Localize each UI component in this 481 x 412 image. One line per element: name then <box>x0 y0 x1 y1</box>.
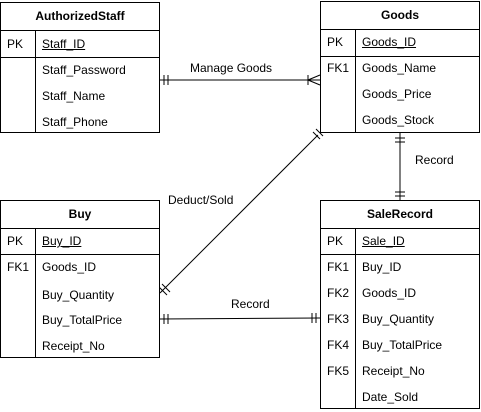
connector-record-goods-sale <box>395 133 405 200</box>
row-key: FK4 <box>327 338 350 352</box>
connector-record-buy-sale <box>159 313 321 324</box>
row-key: FK2 <box>327 286 350 300</box>
entity-title: AuthorizedStaff <box>1 3 159 31</box>
entity-authorized-staff[interactable]: AuthorizedStaff PK Staff_ID Staff_Passwo… <box>0 2 160 133</box>
key-column-divider <box>35 31 36 133</box>
row-attribute: Date_Sold <box>362 390 419 404</box>
row-attribute: Goods_ID <box>362 286 417 300</box>
pk-divider <box>1 57 159 58</box>
row-attribute: Goods_Name <box>362 61 437 75</box>
relationship-label-record-buy-sale: Record <box>231 297 270 311</box>
pk-attribute: Buy_ID <box>42 234 82 248</box>
pk-key: PK <box>327 35 344 49</box>
entity-title: SaleRecord <box>321 201 479 229</box>
key-column-divider <box>355 30 356 133</box>
row-attribute: Receipt_No <box>362 364 425 378</box>
row-key: FK3 <box>327 312 350 326</box>
row-key: FK1 <box>327 61 350 75</box>
entity-title: Goods <box>321 2 479 30</box>
pk-divider <box>321 254 479 255</box>
row-key: FK1 <box>7 260 30 274</box>
key-column-divider <box>355 229 356 408</box>
row-attribute: Buy_TotalPrice <box>42 313 123 327</box>
entity-buy[interactable]: Buy PK Buy_ID FK1 Goods_ID Buy_Quantity … <box>0 200 160 358</box>
row-attribute: Goods_Stock <box>362 113 435 127</box>
entity-sale-record[interactable]: SaleRecord PK Sale_ID FK1 Buy_ID FK2 Goo… <box>320 200 480 409</box>
pk-key: PK <box>327 234 344 248</box>
row-key: FK5 <box>327 364 350 378</box>
relationship-label-record-goods-sale: Record <box>415 153 454 167</box>
pk-attribute: Goods_ID <box>362 35 417 49</box>
connector-manage-goods <box>160 74 321 86</box>
row-attribute: Buy_TotalPrice <box>362 338 443 352</box>
pk-key: PK <box>7 37 24 51</box>
relationship-label-manage-goods: Manage Goods <box>190 61 273 75</box>
row-attribute: Buy_Quantity <box>362 312 435 326</box>
row-attribute: Receipt_No <box>42 339 105 353</box>
pk-attribute: Sale_ID <box>362 234 405 248</box>
pk-attribute: Staff_ID <box>42 37 86 51</box>
relationship-label-deduct-sold: Deduct/Sold <box>168 193 234 207</box>
pk-divider <box>1 254 159 255</box>
row-attribute: Staff_Phone <box>42 115 108 129</box>
row-attribute: Buy_ID <box>362 260 402 274</box>
connector-deduct-sold <box>158 128 324 296</box>
row-key: FK1 <box>327 260 350 274</box>
row-attribute: Buy_Quantity <box>42 288 115 302</box>
key-column-divider <box>35 229 36 357</box>
entity-title: Buy <box>1 201 159 229</box>
row-attribute: Goods_Price <box>362 87 432 101</box>
row-attribute: Staff_Password <box>42 63 126 77</box>
pk-key: PK <box>7 234 24 248</box>
pk-divider <box>321 56 479 57</box>
row-attribute: Staff_Name <box>42 89 106 103</box>
entity-goods[interactable]: Goods PK Goods_ID FK1 Goods_Name Goods_P… <box>320 1 480 133</box>
row-attribute: Goods_ID <box>42 260 97 274</box>
